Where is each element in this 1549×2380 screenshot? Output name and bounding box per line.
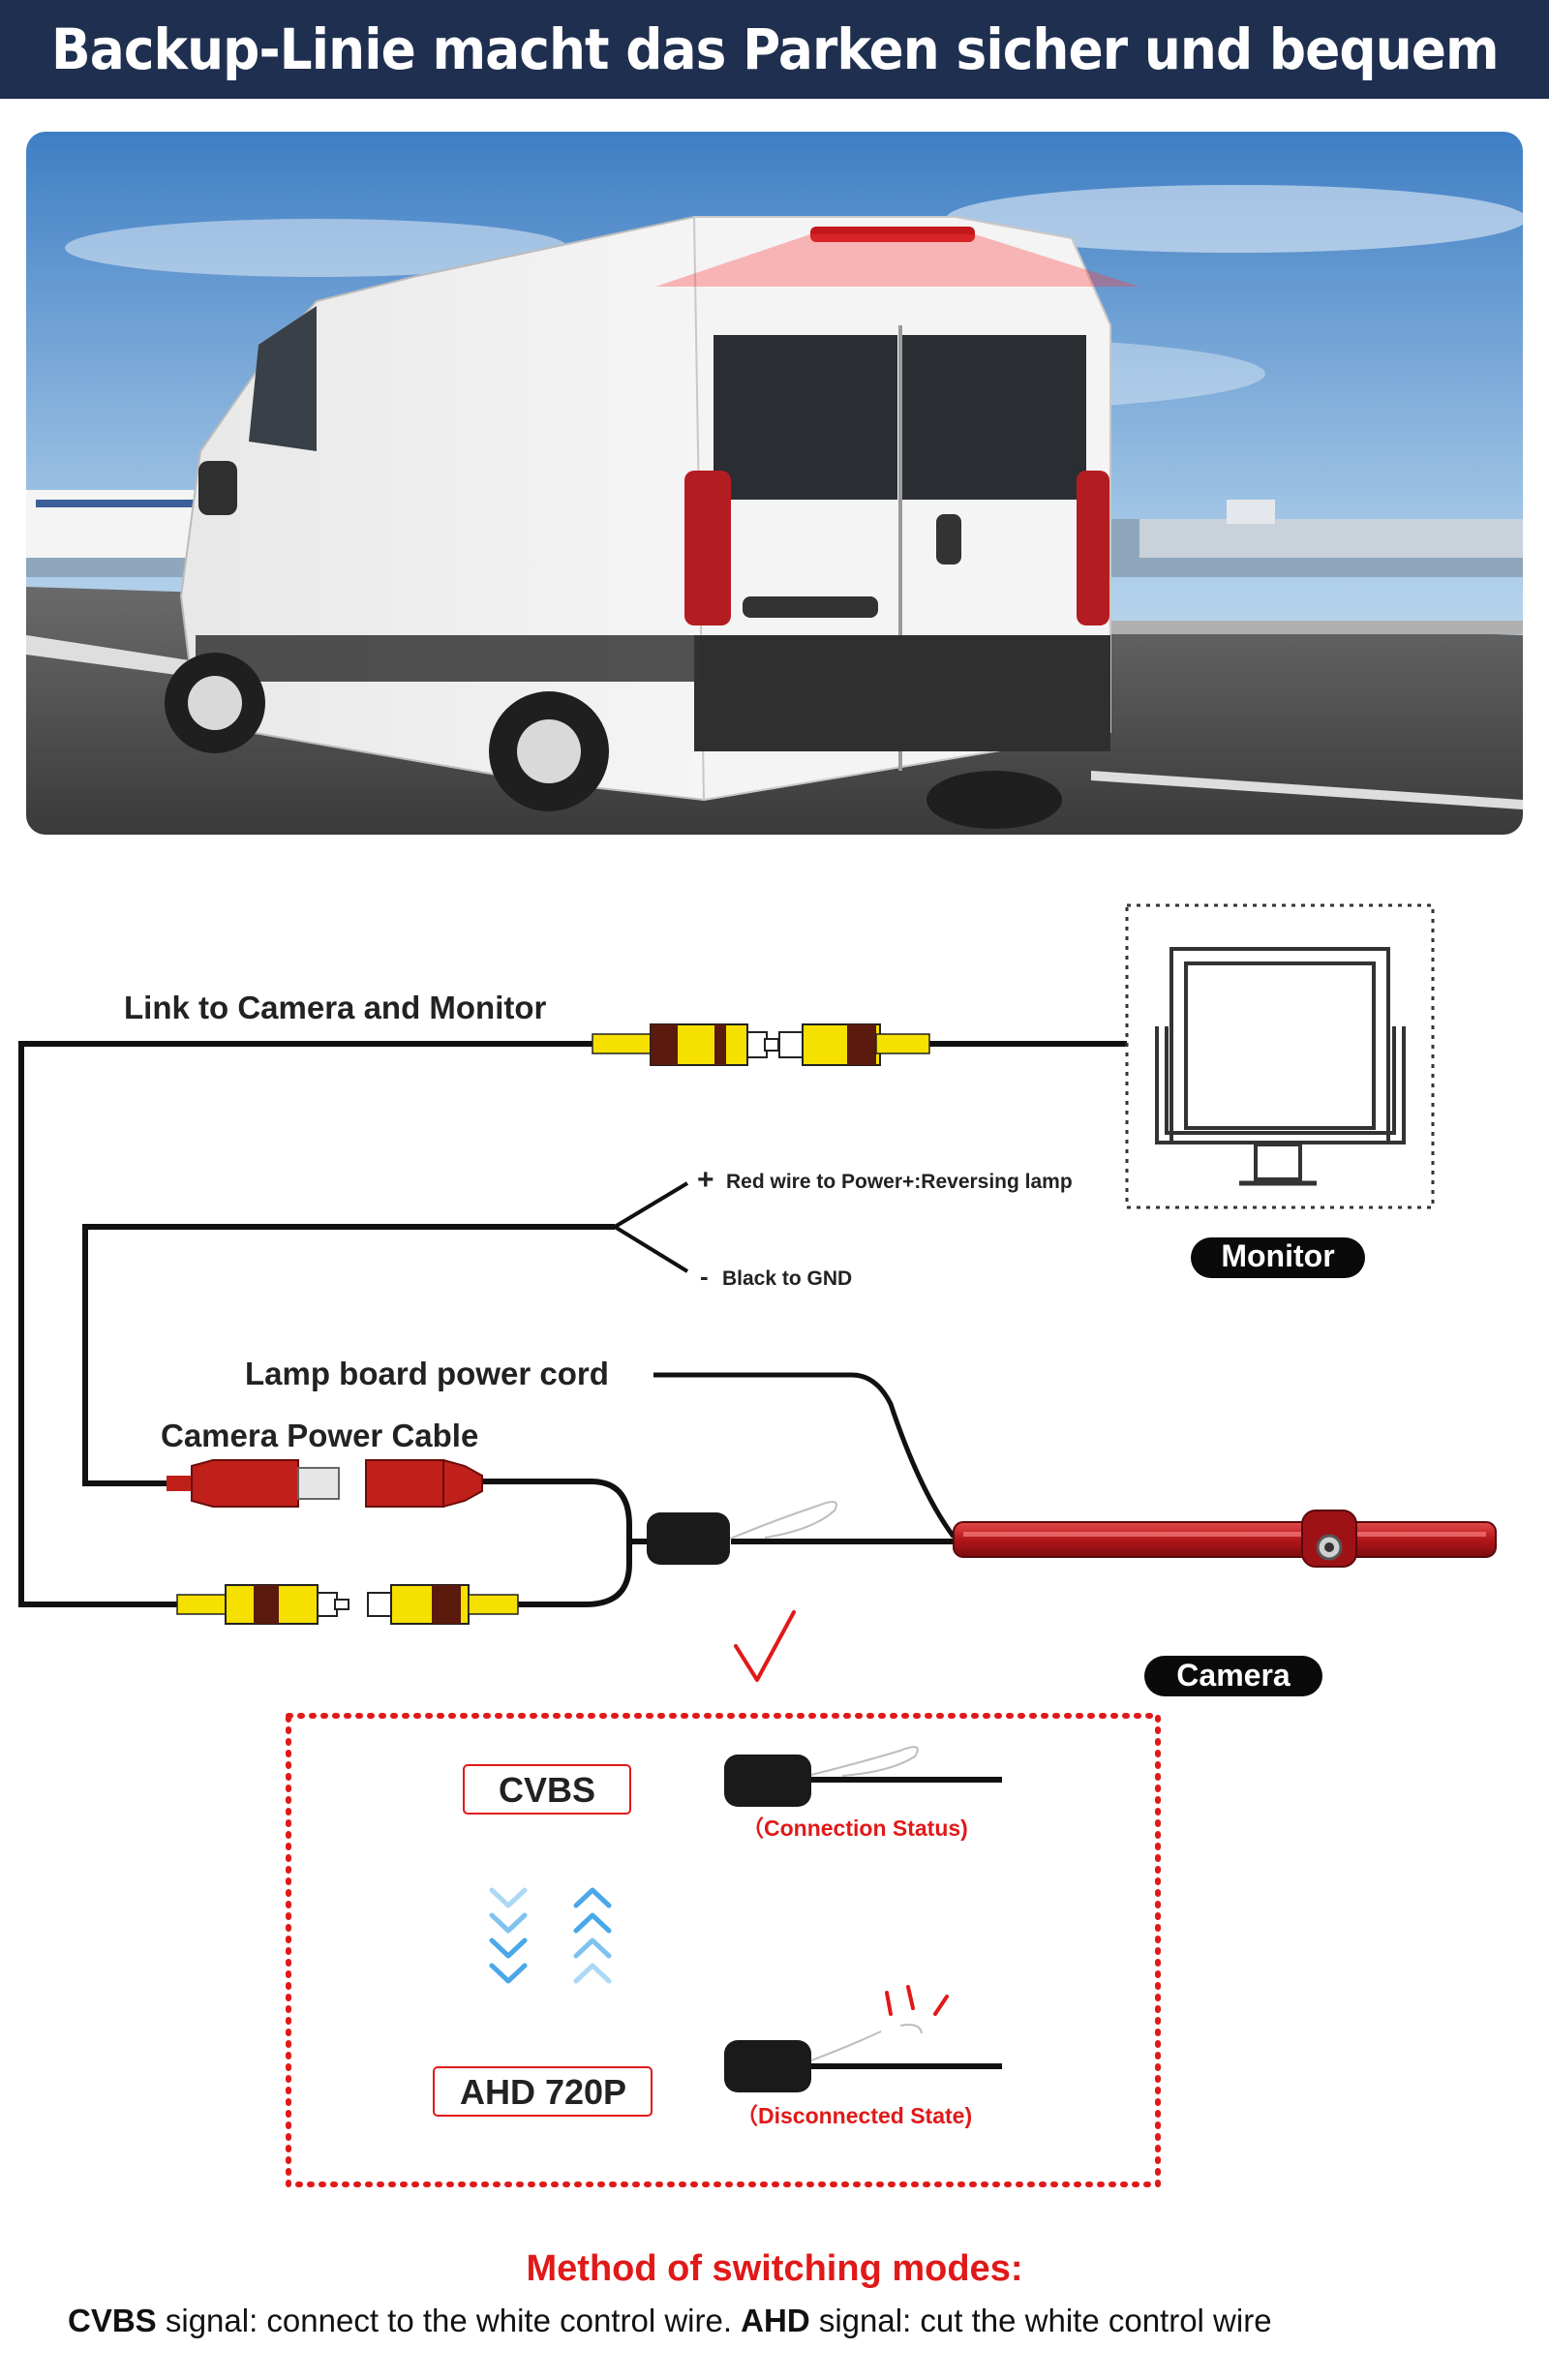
connected-state-graphic (724, 1746, 1002, 1807)
connection-status-label: （Connection Status) (742, 1816, 968, 1841)
page-title: Backup-Linie macht das Parken sicher und… (50, 16, 1500, 82)
rca-plug-camera-female (367, 1584, 519, 1625)
ahd-mode-box: AHD 720P (433, 2066, 653, 2117)
disconnected-state-label: （Disconnected State) (736, 2103, 972, 2128)
power-cable-left (82, 1224, 615, 1486)
cvbs-label: CVBS (499, 1770, 595, 1810)
camera-badge-label: Camera (1176, 1658, 1291, 1693)
monitor-badge-label: Monitor (1221, 1238, 1334, 1273)
switching-instructions: CVBS signal: connect to the white contro… (68, 2303, 1272, 2339)
brake-light-camera (953, 1510, 1497, 1568)
lamp-cord-wire (653, 1372, 957, 1539)
rca-plug-camera-male (176, 1584, 349, 1625)
camera-merge-wire (482, 1479, 632, 1607)
cvbs-mode-box: CVBS (463, 1764, 631, 1815)
page-header: Backup-Linie macht das Parken sicher und… (0, 0, 1549, 99)
check-icon (734, 1610, 796, 1682)
white-control-wire (727, 1501, 837, 1541)
minus-sign: - (700, 1262, 709, 1291)
wiring-diagram-svg: Monitor Link to Camera and Monitor + Red… (18, 903, 1497, 2187)
disconnected-state-graphic (724, 1985, 1002, 2092)
van-photo (26, 132, 1523, 835)
rca-plug-link-male (592, 1023, 779, 1066)
link-label: Link to Camera and Monitor (124, 990, 547, 1025)
power-plug-female (365, 1458, 483, 1509)
plus-sign: + (697, 1164, 714, 1196)
cvbs-term: CVBS (68, 2303, 157, 2338)
switching-modes-title: Method of switching modes: (526, 2248, 1023, 2289)
red-wire-label: Red wire to Power+:Reversing lamp (726, 1171, 1073, 1193)
switch-down-arrows-icon (489, 1887, 528, 1984)
black-wire-label: Black to GND (722, 1267, 852, 1290)
rca-plug-link-female (778, 1023, 930, 1066)
switch-up-arrows-icon (573, 1887, 612, 1984)
power-plug-male (167, 1459, 340, 1508)
wiring-diagram: Monitor Link to Camera and Monitor + Red… (0, 842, 1549, 2256)
av-cable-left (18, 1041, 592, 1607)
camera-power-label: Camera Power Cable (161, 1418, 478, 1453)
camera-badge: Camera (1144, 1656, 1322, 1696)
control-box (647, 1512, 730, 1565)
ahd-label: AHD 720P (460, 2072, 626, 2112)
lamp-cord-label: Lamp board power cord (245, 1356, 609, 1391)
monitor-badge: Monitor (1191, 1237, 1365, 1278)
mode-switch-box (286, 1713, 1161, 2187)
monitor-graphic (1125, 903, 1435, 1209)
cvbs-instruction: signal: connect to the white control wir… (156, 2303, 742, 2338)
ahd-term: AHD (741, 2303, 810, 2338)
ahd-instruction: signal: cut the white control wire (809, 2303, 1272, 2338)
van-illustration (26, 132, 1523, 835)
